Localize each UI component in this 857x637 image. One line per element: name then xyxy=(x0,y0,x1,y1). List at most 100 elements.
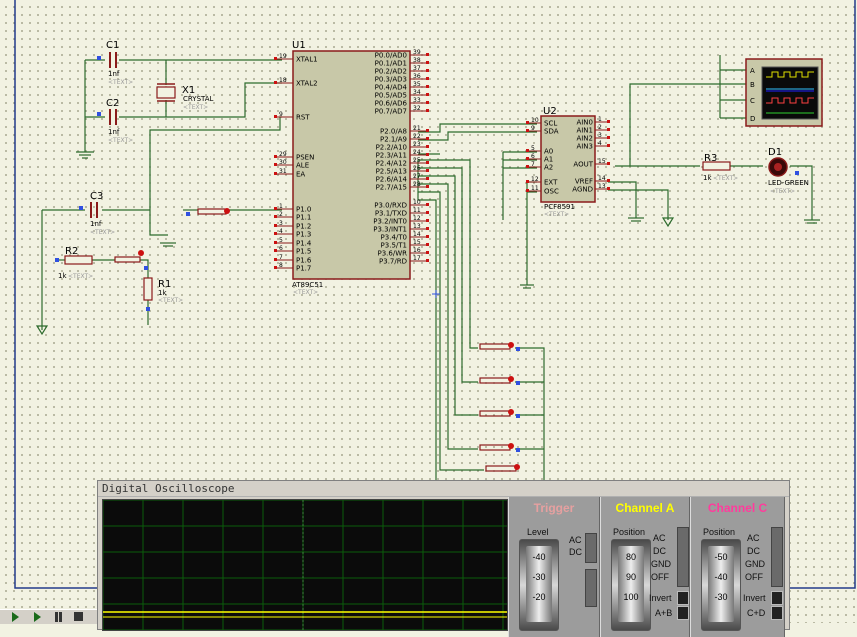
u1-right-pin-name: P0.3/AD3 xyxy=(375,76,407,84)
trigger-level-knob[interactable]: -40 -30 -20 xyxy=(519,539,559,631)
u2-right-pin-number: 13 xyxy=(598,183,606,190)
u1-right-pin-name: P2.1/A9 xyxy=(380,136,407,144)
channel-a-position-knob[interactable]: 80 90 100 xyxy=(611,539,651,631)
u1-right-pin-number: 32 xyxy=(413,105,421,112)
u2-right-pin-name: VREF xyxy=(575,178,593,186)
u1-right-pin-name: P0.2/AD2 xyxy=(375,68,407,76)
pause-icon[interactable] xyxy=(55,612,62,622)
resistor-r2: R2 1k <TEXT> xyxy=(55,246,93,280)
u2-right-pin-end xyxy=(607,136,610,139)
svg-text:C2: C2 xyxy=(106,98,119,109)
trigger-panel: Trigger Level -40 -30 -20 AC DC xyxy=(508,497,600,637)
u1-right-pin-end xyxy=(426,61,429,64)
u1-right-pin-end xyxy=(426,235,429,238)
u2-left-pin-name: SCL xyxy=(544,120,557,128)
svg-text:<TEXT>: <TEXT> xyxy=(108,137,133,144)
play-icon[interactable] xyxy=(12,612,19,622)
u1-left-pin-end xyxy=(274,163,277,166)
u1-right-pin-name: P3.0/RXD xyxy=(374,202,407,210)
crystal-x1: X1 CRYSTAL <TEXT> xyxy=(156,83,214,111)
channel-c-dc[interactable]: DC xyxy=(747,546,760,556)
u1-right-pin-name: P2.2/A10 xyxy=(376,144,407,152)
u1-left-pin-end xyxy=(274,215,277,218)
svg-text:<TEXT>: <TEXT> xyxy=(108,79,133,86)
u2-right-pin-number: 3 xyxy=(598,132,602,139)
u1-right-pin-number: 34 xyxy=(413,89,421,96)
u1-right-pin-end xyxy=(426,85,429,88)
u1-right-pin-number: 27 xyxy=(413,173,421,180)
u1-left-pin-number: 7 xyxy=(279,254,283,261)
channel-c-ac[interactable]: AC xyxy=(747,533,760,543)
u1-left-pin-end xyxy=(274,115,277,118)
scope-input-label: C xyxy=(750,97,755,105)
channel-c-tick-3: -30 xyxy=(714,592,728,602)
channel-a-dc[interactable]: DC xyxy=(653,546,666,556)
channel-c-combo-button[interactable] xyxy=(771,606,783,620)
channel-a-off[interactable]: OFF xyxy=(651,572,669,582)
u1-right-pin-end xyxy=(426,211,429,214)
u2-right-pin-end xyxy=(607,187,610,190)
ground-symbols xyxy=(35,151,820,336)
u1-right-pin-end xyxy=(426,77,429,80)
u1-right-pin-name: P0.4/AD4 xyxy=(375,84,408,92)
u2-left-pin-end xyxy=(526,165,529,168)
trigger-edge-switch[interactable] xyxy=(585,569,597,607)
resistor-r3: R3 1k <TEXT> xyxy=(702,153,738,182)
u1-right-pin-end xyxy=(426,185,429,188)
u2-left-pin-end xyxy=(526,121,529,124)
u1-left-pin-end xyxy=(274,224,277,227)
channel-a-tick-1: 80 xyxy=(625,552,636,562)
u1-right-pin-number: 21 xyxy=(413,125,421,132)
step-icon[interactable] xyxy=(34,612,41,622)
u1-left-pin-end xyxy=(274,57,277,60)
oscilloscope-title: Digital Oscilloscope xyxy=(102,482,235,495)
scope-input-label: A xyxy=(750,67,755,75)
u1-right-pin-end xyxy=(426,145,429,148)
schematic-canvas[interactable]: C1 1nf <TEXT> C2 1nf <TEXT> C3 1nf <TEXT… xyxy=(0,0,857,623)
u1-right-pin-end xyxy=(426,251,429,254)
channel-a-invert-button[interactable] xyxy=(677,591,689,605)
u1-right-pins: 39P0.0/AD038P0.1/AD137P0.2/AD236P0.3/AD3… xyxy=(373,49,429,266)
stop-icon[interactable] xyxy=(74,612,83,621)
u2-right-pin-end xyxy=(607,162,610,165)
u1-right-pin-name: P0.7/AD7 xyxy=(375,108,407,116)
u1-right-pin-end xyxy=(426,129,429,132)
channel-a-gnd[interactable]: GND xyxy=(651,559,671,569)
svg-text:CRYSTAL: CRYSTAL xyxy=(183,95,214,103)
u2-right-pin-name: AIN0 xyxy=(576,119,593,127)
channel-a-coupling-slider[interactable] xyxy=(677,527,689,587)
channel-a-ac[interactable]: AC xyxy=(653,533,666,543)
svg-text:R2: R2 xyxy=(65,246,78,257)
oscilloscope-titlebar[interactable]: Digital Oscilloscope xyxy=(98,481,789,497)
channel-c-invert-button[interactable] xyxy=(771,591,783,605)
u1-left-pin-name: EA xyxy=(296,171,305,179)
channel-c-gnd[interactable]: GND xyxy=(745,559,765,569)
u2-left-pin-number: 5 xyxy=(531,145,535,152)
u1-right-pin-name: P2.7/A15 xyxy=(376,184,407,192)
u1-right-pin-number: 26 xyxy=(413,165,421,172)
svg-text:1k: 1k xyxy=(58,272,67,280)
u2-left-pin-number: 7 xyxy=(531,161,535,168)
channel-c-off[interactable]: OFF xyxy=(745,572,763,582)
u1-right-pin-end xyxy=(426,169,429,172)
channel-a-combo-button[interactable] xyxy=(677,606,689,620)
capacitor-c3: C3 1nf <TEXT> xyxy=(79,191,115,236)
svg-text:C3: C3 xyxy=(90,191,103,202)
svg-text:<TEXT>: <TEXT> xyxy=(68,273,93,280)
u1-right-pin-number: 39 xyxy=(413,49,421,56)
schematic-drawing[interactable]: C1 1nf <TEXT> C2 1nf <TEXT> C3 1nf <TEXT… xyxy=(0,0,857,623)
u1-left-pin-name: P1.4 xyxy=(296,240,312,248)
channel-c-position-knob[interactable]: -50 -40 -30 xyxy=(701,539,741,631)
u1-right-pin-end xyxy=(426,153,429,156)
channel-c-tick-1: -50 xyxy=(714,552,728,562)
u1-right-pin-number: 28 xyxy=(413,181,421,188)
u1-right-pin-number: 16 xyxy=(413,247,421,254)
trigger-coupling-switch[interactable] xyxy=(585,533,597,563)
channel-c-coupling-slider[interactable] xyxy=(771,527,783,587)
svg-text:<TEXT>: <TEXT> xyxy=(293,289,318,296)
u1-left-pin-number: 18 xyxy=(279,77,287,84)
channel-a-tick-2: 90 xyxy=(625,572,636,582)
oscilloscope-window[interactable]: Digital Oscilloscope Trigger Level -40 -… xyxy=(97,480,790,637)
